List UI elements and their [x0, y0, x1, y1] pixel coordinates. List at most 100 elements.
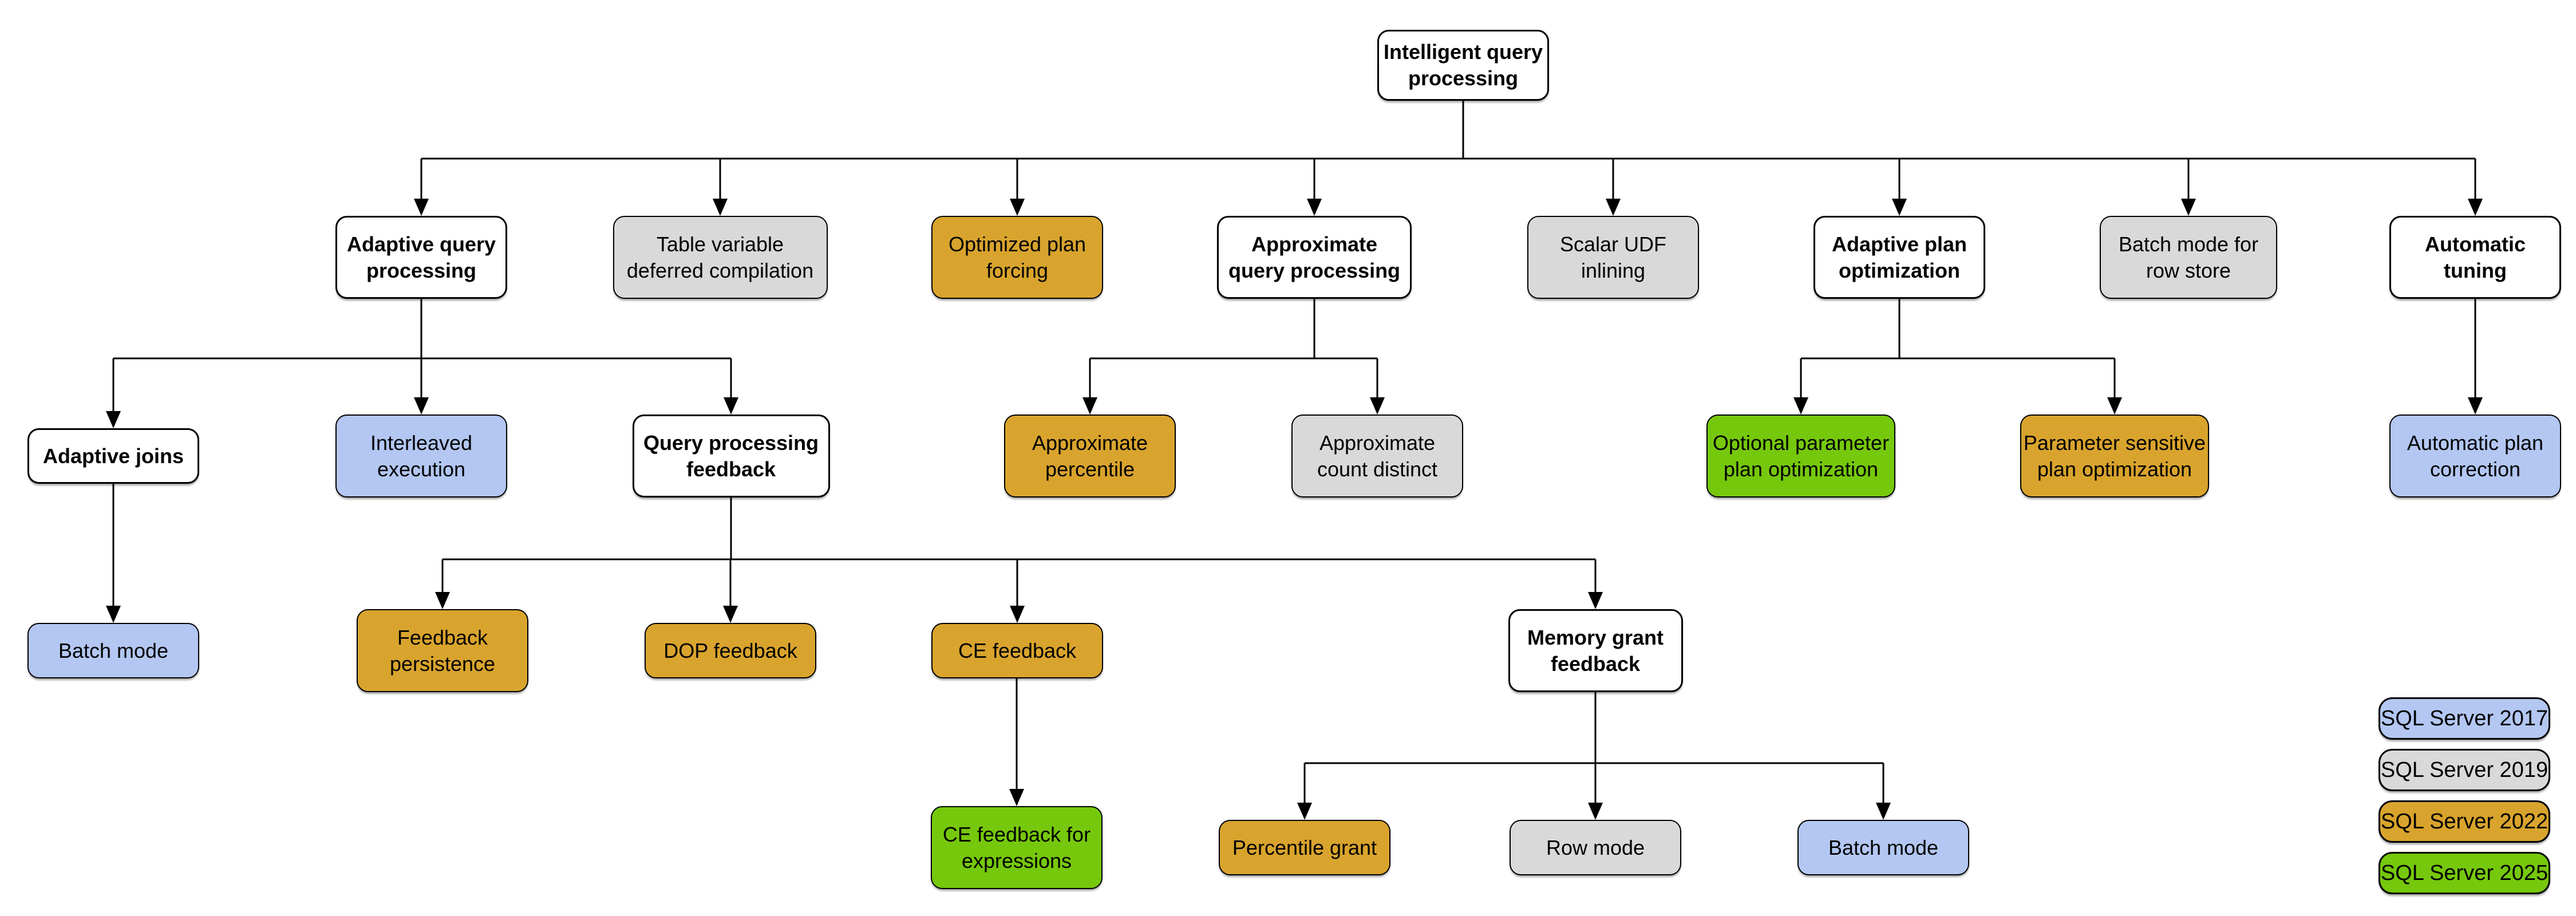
arrowhead-icon [723, 606, 738, 623]
arrowhead-icon [1876, 803, 1891, 820]
node-label-line: processing [1408, 66, 1519, 90]
node-label-line: correction [2429, 457, 2521, 481]
legend-item-sql-server-2022: SQL Server 2022 [2379, 800, 2550, 843]
arrowhead-icon [1370, 397, 1385, 414]
node-label-line: Adaptive query [346, 232, 496, 256]
node-label-line: inlining [1581, 258, 1646, 282]
node-label-line: plan optimization [1723, 457, 1879, 481]
node-label-line: Row mode [1546, 835, 1645, 859]
legend-item-label: SQL Server 2017 [2380, 706, 2549, 731]
node-label-line: DOP feedback [663, 638, 797, 662]
node-label-line: Automatic plan [2407, 431, 2544, 455]
edge-automatic-tuning [2468, 299, 2483, 414]
node-batch-mode-memory-grant: Batch mode [1797, 820, 1969, 875]
arrowhead-icon [2468, 397, 2483, 414]
node-label-line: CE feedback [958, 638, 1077, 662]
node-row-mode: Row mode [1510, 820, 1681, 875]
node-percentile-grant: Percentile grant [1219, 820, 1390, 875]
node-label-line: CE feedback for [942, 822, 1091, 846]
node-label-line: Memory grant [1527, 625, 1664, 649]
node-label-line: persistence [389, 652, 496, 676]
arrowhead-icon [724, 397, 738, 414]
node-label-line: Optional parameter [1712, 431, 1890, 455]
node-label-line: Feedback [397, 625, 488, 649]
arrowhead-icon [1588, 592, 1603, 609]
node-label-line: Approximate [1032, 431, 1148, 455]
legend-item-sql-server-2017: SQL Server 2017 [2379, 697, 2550, 740]
node-label-line: tuning [2444, 258, 2507, 282]
node-label-line: execution [377, 457, 466, 481]
node-ce-feedback: CE feedback [931, 623, 1103, 678]
node-label-line: count distinct [1317, 457, 1438, 481]
arrowhead-icon [713, 199, 728, 216]
node-dop-feedback: DOP feedback [645, 623, 816, 678]
legend-item-sql-server-2019: SQL Server 2019 [2379, 749, 2550, 791]
arrowhead-icon [1297, 803, 1312, 820]
legend-item-label: SQL Server 2022 [2380, 809, 2549, 834]
node-label-line: Query processing [643, 431, 819, 455]
arrowhead-icon [1009, 789, 1024, 806]
node-label-line: Intelligent query [1383, 40, 1543, 64]
node-batch-mode-adaptive-joins: Batch mode [27, 623, 199, 678]
arrowhead-icon [106, 411, 121, 428]
node-label-line: Batch mode [58, 638, 169, 662]
node-label-line: Percentile grant [1232, 835, 1377, 859]
arrowhead-icon [2468, 199, 2483, 216]
node-label-line: feedback [686, 457, 776, 481]
arrowhead-icon [1307, 199, 1322, 216]
node-memory-grant-feedback: Memory grant feedback [1508, 609, 1683, 692]
node-label-line: forcing [986, 258, 1049, 282]
node-label-line: Approximate [1319, 431, 1436, 455]
arrowhead-icon [1892, 199, 1907, 216]
arrowhead-icon [435, 592, 450, 609]
legend-item-label: SQL Server 2025 [2380, 860, 2549, 885]
edge-adaptive-joins [106, 484, 121, 623]
arrowhead-icon [1082, 397, 1097, 414]
node-label-line: optimization [1839, 258, 1960, 282]
node-label-line: Batch mode for [2118, 232, 2259, 256]
edge-ce-feedback [1009, 678, 1024, 806]
edge-memory-grant-feedback [1297, 692, 1891, 820]
node-label-line: plan optimization [2037, 457, 2192, 481]
legend-item-sql-server-2025: SQL Server 2025 [2379, 852, 2550, 894]
arrowhead-icon [2107, 397, 2122, 414]
node-label-line: percentile [1045, 457, 1135, 481]
node-adaptive-joins: Adaptive joins [27, 428, 199, 484]
arrowhead-icon [1010, 199, 1025, 216]
arrowhead-icon [1588, 803, 1603, 820]
arrowhead-icon [2181, 199, 2196, 216]
node-label-line: Interleaved [370, 431, 473, 455]
edge-approximate-query-processing [1082, 299, 1385, 414]
node-label-line: feedback [1550, 652, 1641, 676]
edge-adaptive-query-processing [106, 299, 738, 428]
node-label-line: Approximate [1251, 232, 1378, 256]
edge-query-processing-feedback [435, 498, 1603, 623]
arrowhead-icon [1010, 606, 1025, 623]
node-feedback-persistence: Feedback persistence [357, 609, 528, 692]
node-label-line: Parameter sensitive [2023, 431, 2206, 455]
arrowhead-icon [414, 397, 429, 414]
node-label-line: Batch mode [1828, 835, 1939, 859]
arrowhead-icon [106, 606, 121, 623]
node-label-line: deferred compilation [626, 258, 814, 282]
node-label-line: Optimized plan [948, 232, 1086, 256]
